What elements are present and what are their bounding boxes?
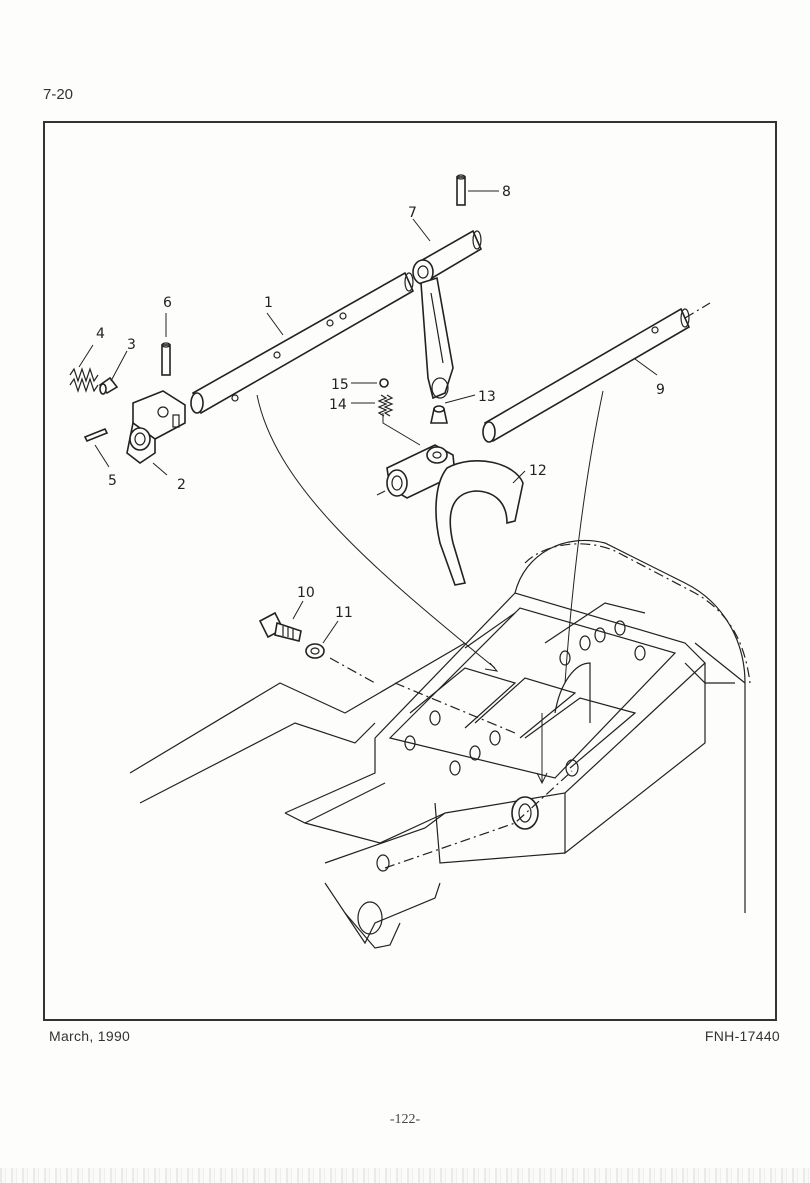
- part-shift-rod-1: [190, 271, 415, 415]
- part-shift-fork-12: [376, 444, 524, 586]
- part-pin-8: [456, 174, 466, 206]
- part-pin-5: [83, 427, 109, 443]
- exploded-parts-diagram: 1 2 3 4 5 6 7 8 9 10 11 12 13 14 15: [69, 174, 751, 949]
- part-washer-11: [305, 643, 325, 659]
- leader-lines: [78, 190, 658, 644]
- part-bolt-10: [258, 611, 302, 642]
- callout-15: 15: [331, 377, 349, 393]
- part-plug-3: [98, 376, 119, 395]
- callout-14: 14: [329, 397, 347, 413]
- part-spring-4: [69, 367, 99, 393]
- callout-9: 9: [656, 382, 665, 398]
- callout-10: 10: [297, 585, 315, 601]
- callout-1: 1: [264, 295, 273, 311]
- callout-6: 6: [163, 295, 172, 311]
- callout-2: 2: [177, 477, 186, 493]
- callout-5: 5: [108, 473, 117, 489]
- transmission-case: [129, 539, 751, 949]
- part-detent-plug-13: [430, 405, 448, 424]
- callout-7: 7: [408, 205, 417, 221]
- callout-11: 11: [335, 605, 353, 621]
- callout-12: 12: [529, 463, 547, 479]
- callout-4: 4: [96, 326, 105, 342]
- part-spring-14: [377, 394, 394, 417]
- page-number: -122-: [389, 1112, 421, 1127]
- part-shift-arm-7: [412, 229, 483, 400]
- callout-3: 3: [127, 337, 136, 353]
- scan-artifact: [0, 1168, 810, 1183]
- footer-date: March, 1990: [49, 1028, 131, 1044]
- part-ball-15: [379, 378, 389, 388]
- callout-13: 13: [478, 389, 496, 405]
- footer-document-code: FNH-17440: [704, 1028, 780, 1044]
- callout-8: 8: [502, 184, 511, 200]
- diagram-frame: 1 2 3 4 5 6 7 8 9 10 11 12 13 14 15: [43, 121, 777, 1021]
- part-pin-6: [161, 342, 171, 376]
- callout-labels: 1 2 3 4 5 6 7 8 9 10 11 12 13 14 15: [96, 184, 665, 621]
- part-lever-block-2: [126, 390, 186, 464]
- part-shift-rod-9: [482, 302, 711, 443]
- section-number: 7-20: [43, 86, 74, 103]
